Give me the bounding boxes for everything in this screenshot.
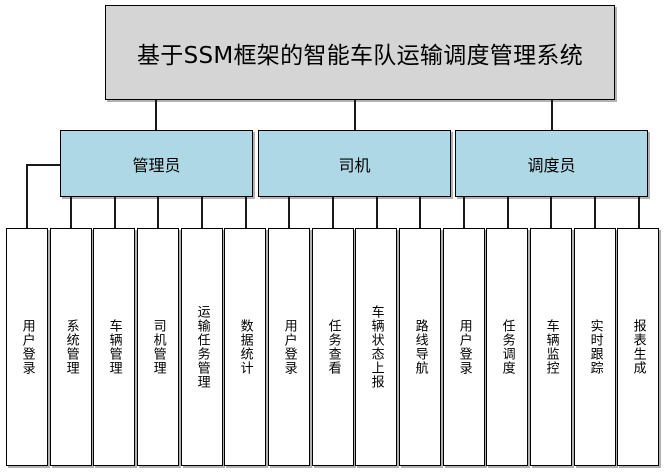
connector-title-to-driver — [354, 100, 356, 130]
leaf-node-6: 数据统计 — [224, 228, 266, 466]
leaf-node-7: 用户登录 — [268, 228, 310, 466]
leaf-label-11: 用户登录 — [456, 319, 472, 375]
connector-to-leaf-4 — [157, 197, 159, 228]
leaf-label-7: 用户登录 — [281, 319, 297, 375]
connector-to-leaf-6 — [245, 197, 247, 228]
connector-to-leaf-8 — [332, 197, 334, 228]
connector-title-to-admin — [155, 100, 157, 130]
system-title-node: 基于SSM框架的智能车队运输调度管理系统 — [105, 5, 615, 100]
leaf-label-4: 司机管理 — [150, 319, 166, 375]
role-node-driver: 司机 — [258, 130, 451, 197]
leaf-label-12: 任务调度 — [499, 319, 515, 375]
leaf-label-3: 车辆管理 — [106, 319, 122, 375]
leaf-node-15: 报表生成 — [617, 228, 659, 466]
leaf-node-11: 用户登录 — [443, 228, 485, 466]
connector-to-leaf-10 — [419, 197, 421, 228]
leaf-label-8: 任务查看 — [325, 319, 341, 375]
connector-to-leaf-3 — [114, 197, 116, 228]
leaf-node-2: 系统管理 — [50, 228, 92, 466]
leaf-node-10: 路线导航 — [399, 228, 441, 466]
leaf-label-15: 报表生成 — [630, 319, 646, 375]
connector-to-leaf-15 — [638, 197, 640, 228]
role-node-dispatcher: 调度员 — [455, 130, 648, 197]
connector-admin-elbow-horizontal — [26, 164, 60, 166]
connector-to-leaf-7 — [288, 197, 290, 228]
connector-to-leaf-11 — [463, 197, 465, 228]
leaf-label-1: 用户登录 — [19, 319, 35, 375]
leaf-label-10: 路线导航 — [412, 319, 428, 375]
leaf-label-14: 实时跟踪 — [587, 319, 603, 375]
leaf-node-1: 用户登录 — [6, 228, 48, 466]
connector-to-leaf-14 — [594, 197, 596, 228]
leaf-node-8: 任务查看 — [312, 228, 354, 466]
leaf-label-13: 车辆监控 — [543, 319, 559, 375]
leaf-node-3: 车辆管理 — [93, 228, 135, 466]
leaf-label-9: 车辆状态上报 — [368, 305, 384, 389]
leaf-label-2: 系统管理 — [63, 319, 79, 375]
leaf-node-5: 运输任务管理 — [181, 228, 223, 466]
connector-admin-elbow-vertical — [26, 164, 28, 228]
leaf-label-5: 运输任务管理 — [194, 305, 210, 389]
leaf-node-9: 车辆状态上报 — [355, 228, 397, 466]
connector-to-leaf-9 — [376, 197, 378, 228]
connector-to-leaf-13 — [550, 197, 552, 228]
connector-title-to-dispatcher — [551, 100, 553, 130]
leaf-label-6: 数据统计 — [237, 319, 253, 375]
connector-to-leaf-2 — [70, 197, 72, 228]
role-node-admin: 管理员 — [60, 130, 253, 197]
leaf-node-14: 实时跟踪 — [574, 228, 616, 466]
connector-to-leaf-12 — [507, 197, 509, 228]
leaf-node-4: 司机管理 — [137, 228, 179, 466]
leaf-node-13: 车辆监控 — [530, 228, 572, 466]
leaf-node-12: 任务调度 — [486, 228, 528, 466]
connector-to-leaf-5 — [201, 197, 203, 228]
